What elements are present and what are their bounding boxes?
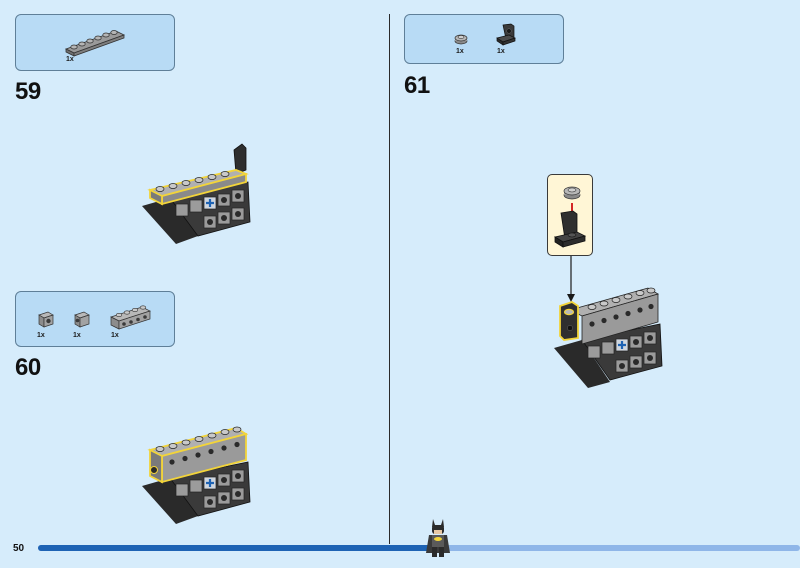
brick-1x4-side-studs-icon xyxy=(110,305,151,330)
parts-box-step-59: 1x xyxy=(15,14,175,71)
part-qty: 1x xyxy=(73,332,81,339)
parts-box-step-60: 1x 1x 1x xyxy=(15,291,175,347)
part-qty: 1x xyxy=(497,48,505,55)
sub-assembly-callout xyxy=(547,174,593,256)
build-model-step-61 xyxy=(554,287,663,388)
part-qty: 1x xyxy=(111,332,119,339)
build-model-step-60 xyxy=(142,426,251,524)
part-qty: 1x xyxy=(66,56,74,63)
column-divider xyxy=(389,14,391,544)
plate-1x6-icon xyxy=(64,30,126,57)
batman-minifigure-icon xyxy=(426,519,450,557)
sub-assembly-bracket-icon xyxy=(553,186,587,248)
parts-box-step-61: 1x 1x xyxy=(404,14,564,64)
page-number: 50 xyxy=(13,543,25,554)
step-number-60: 60 xyxy=(15,354,41,381)
progress-bar-fill xyxy=(38,545,435,551)
bracket-1x1-up-icon xyxy=(496,23,516,46)
callout-pointer-arrow xyxy=(567,256,575,302)
part-qty: 1x xyxy=(456,48,464,55)
brick-1x1-headlight-icon xyxy=(74,311,90,328)
step-number-61: 61 xyxy=(404,72,430,99)
step-number-59: 59 xyxy=(15,78,41,105)
brick-1x1-side-stud-icon xyxy=(38,311,54,328)
progress-bar xyxy=(38,545,800,551)
build-model-step-59 xyxy=(142,143,251,244)
part-qty: 1x xyxy=(37,332,45,339)
round-plate-1x1-icon xyxy=(454,34,468,45)
